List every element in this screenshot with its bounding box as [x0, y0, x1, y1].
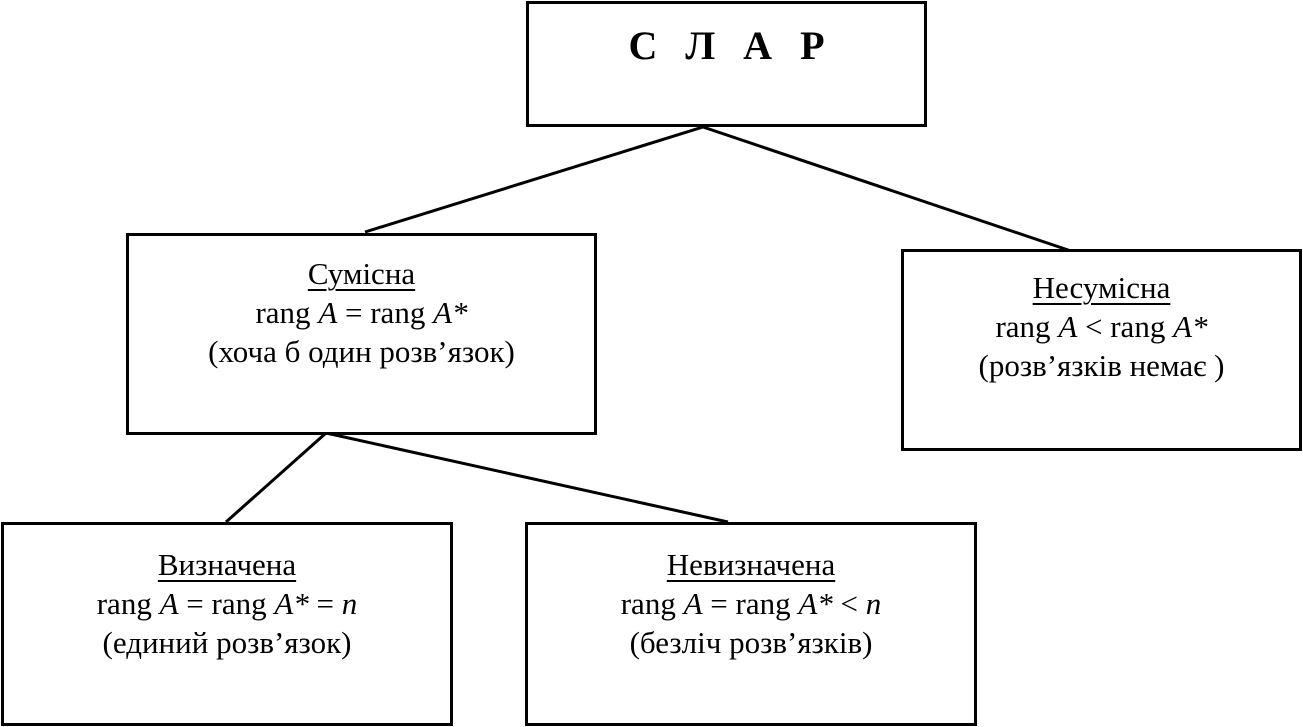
connector-root-to-inconsistent: [702, 125, 1081, 256]
node-indeterminate: Невизначена rang A = rang A* < n (безліч…: [525, 522, 977, 726]
node-consistent-heading: Сумісна: [307, 256, 416, 291]
node-inconsistent-condition: rang A < rang A*: [995, 309, 1208, 344]
node-consistent: Сумісна rang A = rang A* (хоча б один ро…: [126, 233, 597, 435]
root-title: С Л А Р: [628, 23, 834, 68]
node-determinate-note: (единий розв’язок): [102, 625, 352, 660]
node-indeterminate-heading: Невизначена: [666, 547, 836, 582]
node-determinate-condition: rang A = rang A* = n: [96, 586, 358, 621]
connector-consistent-to-indeterminate: [325, 431, 729, 524]
node-inconsistent-note: (розв’язків немає ): [978, 348, 1225, 383]
node-inconsistent-heading: Несумісна: [1032, 270, 1171, 305]
node-indeterminate-condition: rang A = rang A* < n: [620, 586, 882, 621]
node-consistent-note: (хоча б один розв’язок): [208, 334, 515, 369]
connector-consistent-to-determinate: [225, 431, 327, 524]
node-determinate-heading: Визначена: [157, 547, 297, 582]
node-consistent-condition: rang A = rang A*: [255, 295, 468, 330]
node-inconsistent: Несумісна rang A < rang A* (розв’язків н…: [901, 249, 1302, 451]
node-determinate: Визначена rang A = rang A* = n (единий р…: [1, 522, 453, 726]
connector-root-to-consistent: [364, 125, 704, 234]
root-node-slar: С Л А Р: [526, 1, 927, 127]
node-indeterminate-note: (безліч розв’язків): [629, 625, 873, 660]
